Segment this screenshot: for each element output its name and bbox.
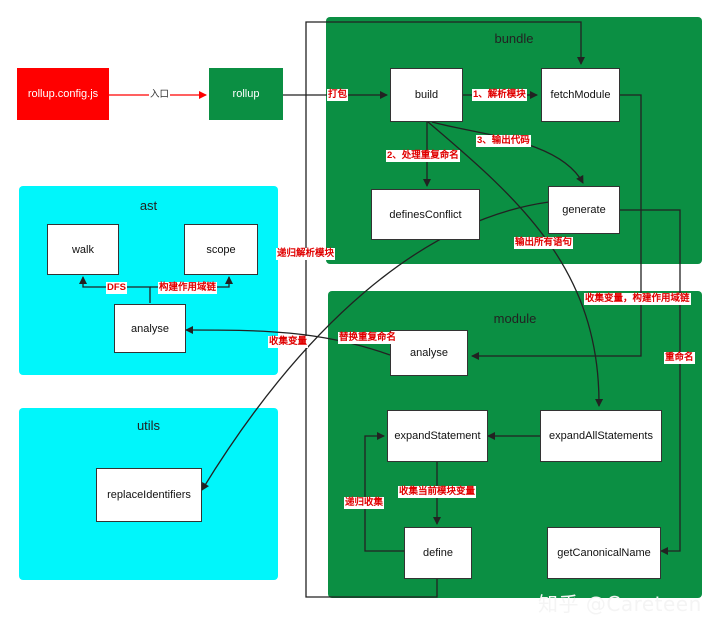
label-output-all: 输出所有语句 [514,237,574,249]
module-title: module [493,311,537,326]
label-dfs: DFS [106,282,127,294]
ast-title: ast [139,198,158,213]
replace-identifiers-node[interactable]: replaceIdentifiers [96,468,202,522]
rollup-node[interactable]: rollup [209,68,283,120]
build-node[interactable]: build [390,68,463,122]
label-recursive-collect: 递归收集 [344,497,385,509]
label-collect-vars-scope: 收集变量，构建作用域链 [584,293,691,305]
edge-analyse-to-ast-analyse [185,326,391,356]
rollup-config-node[interactable]: rollup.config.js [17,68,109,120]
get-canonical-name-node[interactable]: getCanonicalName [547,527,661,579]
watermark: 知乎 @Careteen [538,592,702,616]
analyse-module-node[interactable]: analyse [390,330,468,376]
edge-fetch-to-analyse [471,94,642,360]
expand-all-statements-node[interactable]: expandAllStatements [540,410,662,462]
utils-title: utils [136,418,161,433]
analyse-ast-node[interactable]: analyse [114,304,186,353]
bundle-title: bundle [494,31,534,46]
edge-define-recursive [364,432,404,552]
fetch-module-node[interactable]: fetchModule [541,68,620,122]
edge-recursive-parse [305,21,585,598]
walk-node[interactable]: walk [47,224,119,275]
label-collect-vars: 收集变量 [268,336,309,348]
generate-node[interactable]: generate [548,186,620,234]
scope-node[interactable]: scope [184,224,258,275]
label-rename: 重命名 [664,352,695,364]
edge-generate-to-canonical [620,209,681,555]
label-entry: 入口 [149,89,171,101]
label-pack: 打包 [327,89,349,101]
defines-conflict-node[interactable]: definesConflict [371,189,480,240]
label-recursive-parse: 递归解析模块 [276,248,336,260]
label-handle-rename: 2、处理重复命名 [386,150,460,162]
label-build-scope: 构建作用域链 [158,282,218,294]
label-collect-current: 收集当前模块变量 [398,486,477,498]
label-output-code: 3、输出代码 [476,135,531,147]
define-node[interactable]: define [404,527,472,579]
expand-statement-node[interactable]: expandStatement [387,410,488,462]
label-parse-module: 1、解析模块 [472,89,527,101]
edge-generate-to-replace [201,201,550,491]
label-replace-rename: 替换重复命名 [338,332,398,344]
